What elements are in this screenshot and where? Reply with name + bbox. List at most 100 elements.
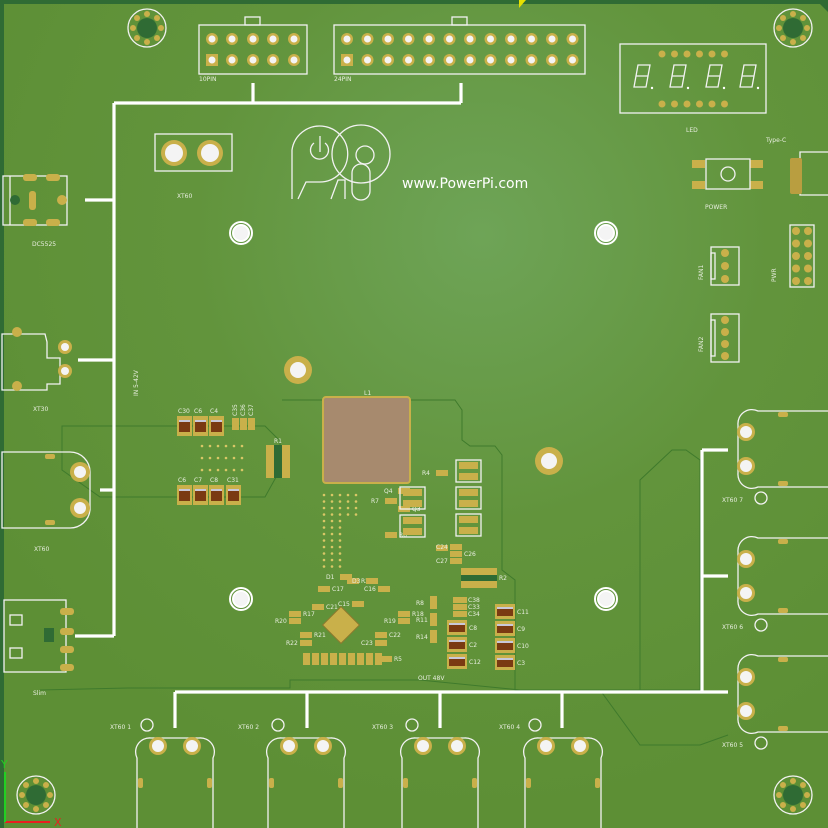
capacitor: C31: [226, 477, 241, 505]
component-label: Q4: [384, 488, 393, 495]
component-label: C2: [469, 642, 477, 649]
connector-xt30: XT30: [1, 327, 72, 413]
component-label: C23: [361, 640, 373, 647]
capacitor: C12: [447, 654, 481, 669]
xt60-7-label: XT60 7: [722, 497, 743, 504]
component-label: R20: [275, 618, 287, 625]
xt60-7: [737, 408, 828, 490]
label-xt60-left: XT60: [34, 546, 49, 553]
power-traces: [75, 83, 728, 728]
axis-indicator: X Y: [0, 758, 62, 828]
resistor-r2: R2: [461, 568, 507, 588]
inductor-l1: L1: [322, 390, 411, 484]
component-label: C17: [332, 586, 344, 593]
powerpi-logo: [291, 124, 391, 201]
connector-xt60-top: XT60: [154, 133, 233, 200]
component-label: C10: [517, 643, 529, 650]
label-xt60-top: XT60: [177, 193, 192, 200]
controller-ic: [321, 605, 361, 645]
seven-segment-digit: [705, 64, 723, 88]
capacitor: C9: [495, 621, 525, 636]
component-label: C8: [469, 625, 477, 632]
component-label: R22: [286, 640, 298, 647]
component-label: C24: [436, 544, 448, 551]
component-label: R6: [399, 532, 407, 539]
component-label: R19: [384, 618, 396, 625]
xt60-1-label: XT60 1: [110, 724, 131, 731]
capacitor: C8: [209, 477, 224, 505]
axis-x-label: X: [54, 816, 62, 828]
component-label: R17: [303, 611, 315, 618]
component-label: C3: [517, 660, 525, 667]
component-label: C12: [469, 659, 481, 666]
component-label: C6: [194, 408, 202, 415]
label-typec: Type-C: [765, 137, 786, 144]
component-label: C6: [178, 477, 186, 484]
mounting-holes: [16, 8, 813, 815]
xt60-3-label: XT60 3: [372, 724, 393, 731]
component-label: C38: [468, 597, 480, 604]
component-label: C15: [338, 601, 350, 608]
label-xt30: XT30: [33, 406, 48, 413]
component-label: D1: [326, 574, 335, 581]
capacitor: C10: [495, 638, 529, 653]
component-label: C4: [210, 408, 218, 415]
capacitor: C3: [495, 655, 525, 670]
xt60-5: [737, 653, 828, 735]
xt60-3: [399, 737, 481, 828]
xt60-4-label: XT60 4: [499, 724, 520, 731]
xt60-5-label: XT60 5: [722, 742, 743, 749]
component-label: C34: [468, 611, 480, 618]
component-label: C27: [436, 558, 448, 565]
connector-dc5525: DC5525: [2, 174, 68, 248]
seven-segment-digit: [739, 64, 757, 88]
component-label: C36: [240, 404, 247, 416]
component-label: C37: [248, 404, 255, 416]
axis-y-label: Y: [0, 758, 8, 771]
component-label: R11: [416, 617, 428, 624]
connector-xt60-left: XT60: [1, 451, 91, 553]
label-r1: R1: [274, 438, 282, 445]
component-label: C7: [194, 477, 202, 484]
component-label: D3: [352, 578, 361, 585]
component-label: C16: [364, 586, 376, 593]
power-button[interactable]: POWER: [692, 158, 763, 211]
capacitor: C6: [177, 477, 192, 505]
website-url: www.PowerPi.com: [402, 176, 528, 192]
xt60-6-label: XT60 6: [722, 624, 743, 631]
capacitor: C30: [177, 408, 192, 436]
component-label: R5: [394, 656, 402, 663]
fan1-header: FAN1: [698, 246, 740, 286]
label-r2: R2: [499, 575, 507, 582]
label-slim: Slim: [33, 690, 46, 697]
header-pwr: PWR: [771, 224, 815, 288]
capacitor: C7: [193, 477, 208, 505]
connector-slim: Slim: [3, 599, 74, 697]
component-label: R21: [314, 632, 326, 639]
xt60-4: [522, 737, 604, 828]
origin-marker: [519, 0, 526, 8]
capacitor: C8: [447, 620, 477, 635]
fan2-header: FAN2: [698, 313, 740, 363]
led-display: LED: [619, 43, 767, 134]
seven-segment-digit: [633, 64, 651, 88]
label-10pin: 10PIN: [199, 76, 217, 83]
resistor-r1: R1: [266, 438, 290, 478]
seven-segment-digit: [669, 64, 687, 88]
connector-10pin: 10PIN: [198, 16, 308, 83]
xt60-6: [737, 535, 828, 617]
component-label: C8: [210, 477, 218, 484]
component-label: C33: [468, 604, 480, 611]
capacitor: C11: [495, 604, 529, 619]
component-label: R7: [371, 498, 379, 505]
label-fan1: FAN1: [698, 265, 705, 280]
label-power: POWER: [705, 204, 727, 211]
right-xt60-connectors: XT60 7 XT60 6 XT60 5: [722, 408, 828, 750]
capacitor: C6: [193, 408, 208, 436]
label-24pin: 24PIN: [334, 76, 352, 83]
component-label: R18: [412, 611, 424, 618]
component-label: R14: [416, 634, 428, 641]
xt60-2: [265, 737, 347, 828]
label-fan2: FAN2: [698, 337, 705, 352]
